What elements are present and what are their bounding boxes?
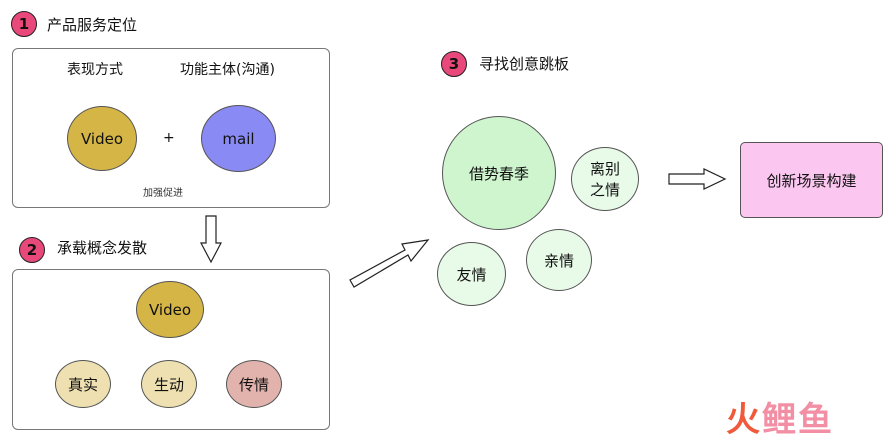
child-node-love: 传情 — [226, 360, 282, 408]
right-arrow — [668, 168, 727, 190]
child-node-vivid: 生动 — [141, 360, 197, 408]
brand-logo-part1: 火 — [726, 400, 762, 440]
diagonal-arrow — [349, 239, 430, 288]
video-node: Video — [67, 106, 137, 171]
down-arrow — [200, 215, 222, 264]
panel-product-positioning — [12, 48, 330, 208]
step-1-badge: 1 — [11, 11, 37, 37]
step-3-title: 寻找创意跳板 — [479, 55, 570, 73]
step-2-title: 承载概念发散 — [57, 239, 148, 257]
node-farewell: 离别之情 — [571, 147, 639, 211]
node-friendship: 友情 — [437, 242, 506, 306]
video-root-node: Video — [136, 281, 204, 338]
brand-logo: 火鲤鱼 — [726, 392, 834, 441]
child-node-real: 真实 — [55, 360, 111, 408]
step-2-badge: 2 — [19, 237, 45, 263]
header-right: 功能主体(沟通) — [180, 62, 275, 78]
link-label: 加强促进 — [143, 188, 183, 199]
header-left: 表现方式 — [67, 62, 123, 78]
result-box: 创新场景构建 — [740, 142, 883, 218]
step-1-title: 产品服务定位 — [47, 16, 138, 34]
mail-node: mail — [201, 105, 276, 172]
step-3-badge: 3 — [441, 51, 467, 77]
plus-sign: + — [163, 130, 175, 146]
main-springboard-node: 借势春季 — [442, 116, 556, 230]
node-family: 亲情 — [526, 229, 592, 291]
brand-logo-part2: 鲤鱼 — [762, 400, 834, 440]
